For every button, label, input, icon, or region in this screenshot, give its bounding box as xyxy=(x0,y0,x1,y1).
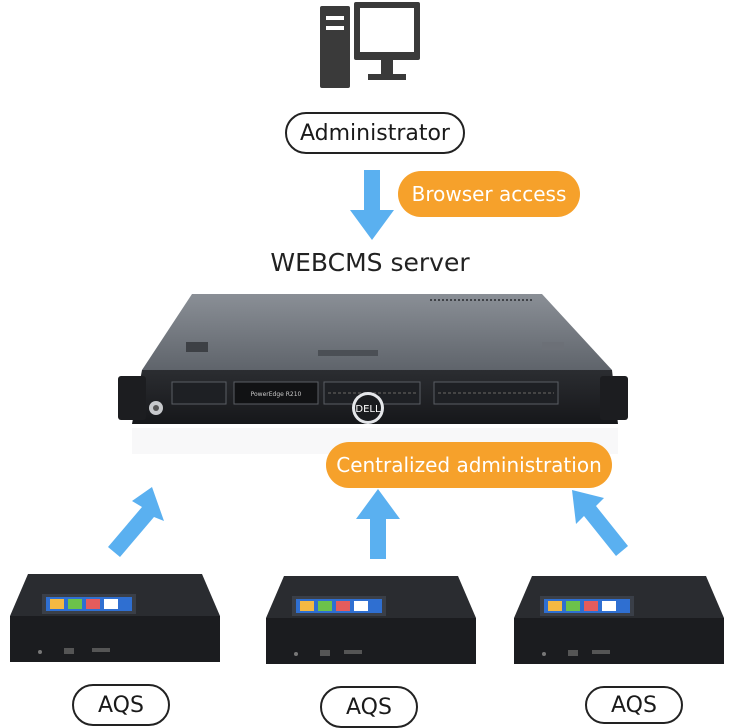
server-brand-logo: DELL xyxy=(355,404,381,415)
server-title: WEBCMS server xyxy=(270,248,470,277)
centralized-administration-badge: Centralized administration xyxy=(326,442,612,488)
aqs-label-3: AQS xyxy=(585,686,683,724)
aqs-label-1: AQS xyxy=(72,684,170,726)
aqs-device-2 xyxy=(264,574,478,668)
server-model-text: PowerEdge R210 xyxy=(251,391,302,398)
browser-access-badge: Browser access xyxy=(398,171,580,217)
down-arrow-icon xyxy=(350,170,394,240)
administrator-label: Administrator xyxy=(285,112,465,154)
computer-icon xyxy=(318,0,422,92)
aqs-device-3 xyxy=(512,574,726,668)
aqs-device-1 xyxy=(8,572,222,666)
up-arrow-icon xyxy=(568,490,630,560)
aqs-label-2: AQS xyxy=(320,686,418,728)
up-arrow-icon xyxy=(104,487,166,559)
server-illustration: PowerEdge R210 DELL xyxy=(112,290,628,456)
up-arrow-icon xyxy=(356,489,400,559)
